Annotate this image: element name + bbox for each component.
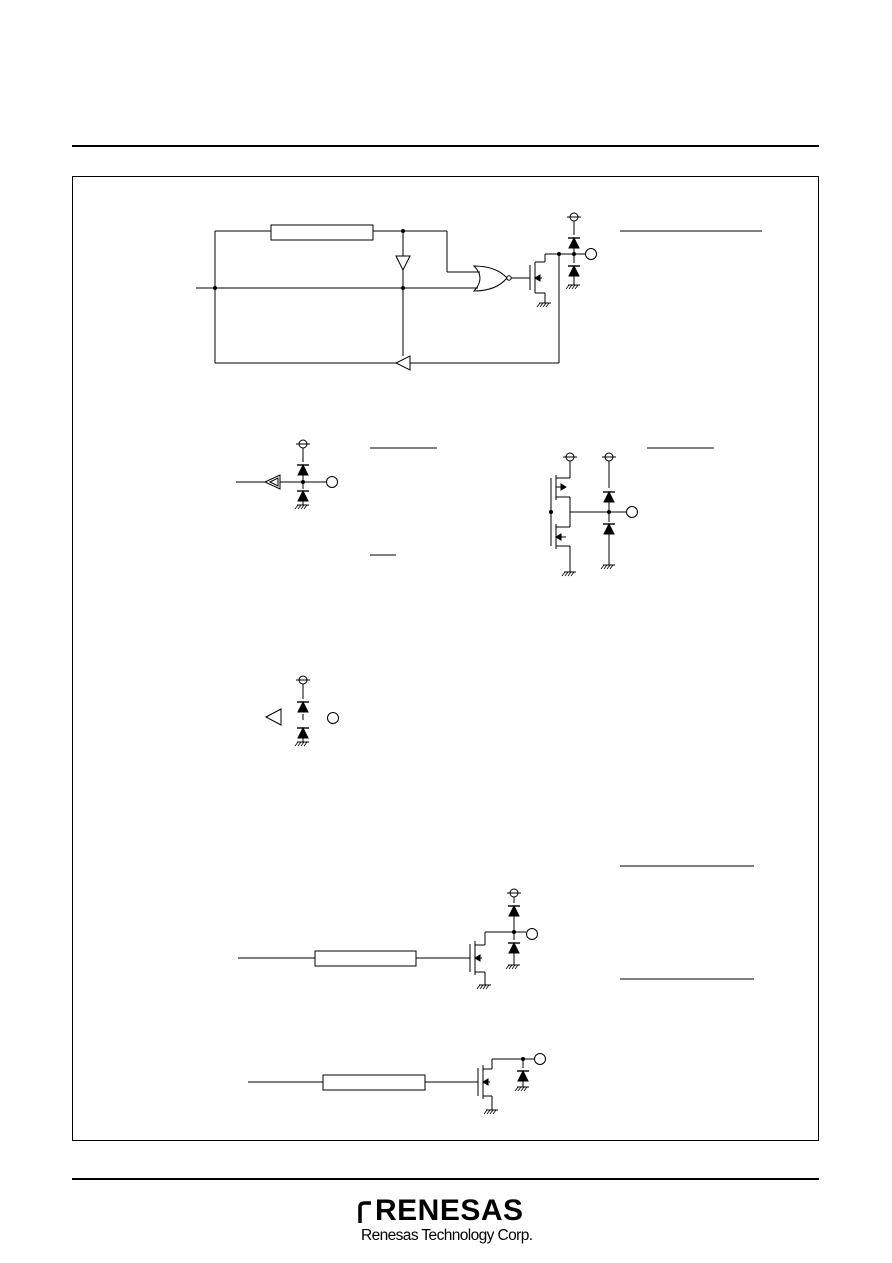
nor-gate bbox=[472, 265, 508, 292]
panel-open-drain-clamp bbox=[238, 865, 754, 990]
footer-rule bbox=[72, 1178, 819, 1180]
panel-cmos-output bbox=[549, 447, 714, 577]
circuit-figure-frame bbox=[72, 176, 819, 1141]
panel-analog-input bbox=[264, 675, 339, 747]
resistor-1 bbox=[270, 224, 374, 241]
renesas-swoosh-icon bbox=[358, 1201, 371, 1223]
header-rule bbox=[72, 145, 819, 147]
buffer-down bbox=[395, 255, 411, 272]
panel-open-drain-nch bbox=[248, 1053, 546, 1115]
resistor-3 bbox=[322, 1074, 426, 1091]
panel-input-pin bbox=[236, 439, 437, 556]
renesas-logo: RENESAS Renesas Technology Corp. bbox=[355, 1193, 555, 1248]
input-buffer-return bbox=[394, 355, 411, 371]
company-name: Renesas Technology Corp. bbox=[361, 1227, 533, 1244]
panel-schmitt-io bbox=[196, 212, 762, 371]
logo-wordmark: RENESAS bbox=[375, 1194, 524, 1227]
resistor-2 bbox=[314, 950, 417, 967]
